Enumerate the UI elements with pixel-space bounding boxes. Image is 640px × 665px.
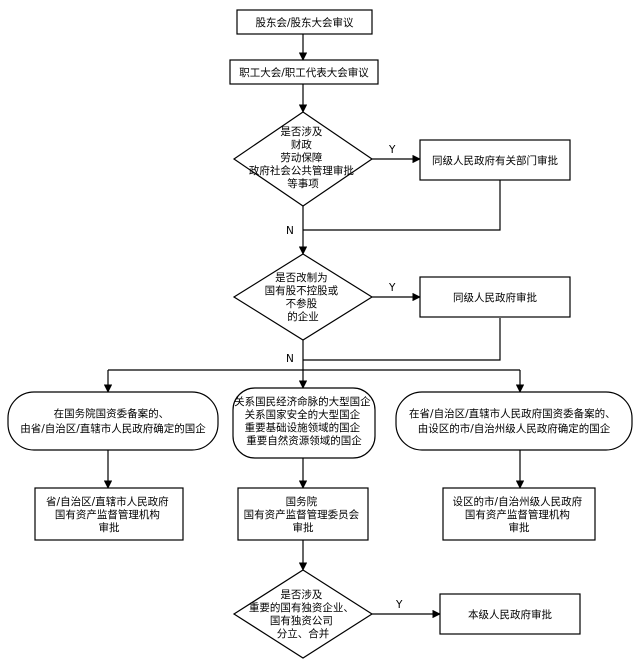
svg-text:国务院 国有资产监督管理委员会 审批: 国务院 国有资产监督管理委员会 审批	[244, 495, 363, 534]
approval-right-line: 设区的市/自治州级人民政府	[453, 495, 583, 508]
decision-2-diamond: 是否改制为 国有股不控股或 不参股 的企业	[232, 253, 374, 341]
approval-right-line: 审批	[509, 521, 530, 534]
label-y-2: Y	[388, 282, 396, 294]
label-y-3: Y	[395, 599, 403, 611]
approval-center-box: 国务院 国有资产监督管理委员会 审批	[237, 487, 369, 541]
branch-left-line: 在国务院国资委备案的、	[54, 407, 170, 420]
svg-text:在国务院国资委备案的、 由省/自治区/直辖市人民: 在国务院国资委备案的、 由省/自治区/直辖市人民政府确定的国企	[20, 407, 206, 435]
decision-1-line: 财政	[291, 138, 312, 151]
approval-gov-box: 同级人民政府审批	[419, 276, 571, 318]
approval-right-box: 设区的市/自治州级人民政府 国有资产监督管理机构 审批	[442, 487, 596, 541]
branch-right-box: 在省/自治区/直辖市人民政府国资委备案的、 由设区的市/自治州级人民政府确定的国…	[395, 391, 633, 451]
label-y-1: Y	[388, 144, 396, 156]
approval-local-box: 本级人民政府审批	[439, 593, 581, 635]
approval-local-text: 本级人民政府审批	[468, 608, 552, 621]
shareholders-text: 股东会/股东大会审议	[255, 16, 354, 29]
approval-center-line: 国务院	[286, 495, 318, 508]
workers-text: 职工大会/职工代表大会审议	[239, 66, 369, 79]
decision-3-line: 是否涉及	[280, 588, 322, 601]
decision-3-line: 分立、合并	[277, 627, 330, 640]
decision-1-line: 是否涉及	[280, 125, 322, 138]
decision-2-line: 国有股不控股或	[265, 284, 339, 297]
svg-text:在省/自治区/直辖市人民政府国资委备案的、 由设: 在省/自治区/直辖市人民政府国资委备案的、 由设区的市/自治州级人民政府确定的国…	[409, 407, 619, 435]
decision-2-line: 不参股	[286, 297, 318, 310]
label-n-1: N	[286, 225, 294, 237]
connectors	[103, 34, 525, 619]
branch-left-line: 由省/自治区/直辖市人民政府确定的国企	[20, 422, 206, 435]
approval-left-box: 省/自治区/直辖市人民政府 国有资产监督管理机构 审批	[34, 487, 184, 541]
approval-depts-box: 同级人民政府有关部门审批	[419, 139, 571, 181]
branch-center-line: 关系国家安全的大型国企	[245, 408, 361, 421]
approval-left-line: 审批	[99, 521, 120, 534]
svg-text:省/自治区/直辖市人民政府 国有资产监督管理机构: 省/自治区/直辖市人民政府 国有资产监督管理机构 审批	[46, 495, 172, 534]
approval-center-line: 国有资产监督管理委员会	[244, 508, 360, 521]
branch-right-line: 由设区的市/自治州级人民政府确定的国企	[418, 422, 611, 435]
decision-1-line: 等事项	[287, 177, 319, 190]
workers-box: 职工大会/职工代表大会审议	[229, 59, 379, 85]
decision-2-line: 的企业	[287, 310, 319, 323]
decision-1-diamond: 是否涉及 财政 劳动保障 政府社会公共管理审批 等事项	[232, 111, 374, 207]
approval-depts-text: 同级人民政府有关部门审批	[432, 154, 558, 167]
branch-right-line: 在省/自治区/直辖市人民政府国资委备案的、	[409, 407, 616, 420]
approval-center-line: 审批	[293, 521, 314, 534]
approval-gov-text: 同级人民政府审批	[453, 291, 537, 304]
svg-text:关系国民经济命脉的大型国企 关系国家安全的大型国: 关系国民经济命脉的大型国企 关系国家安全的大型国企 重要基础设施领域的国企 重要…	[234, 395, 374, 447]
branch-center-line: 关系国民经济命脉的大型国企	[234, 395, 371, 408]
svg-text:是否改制为 国有股不控股或 不参股: 是否改制为 国有股不控股或 不参股 的企业	[265, 271, 342, 323]
branch-left-box: 在国务院国资委备案的、 由省/自治区/直辖市人民政府确定的国企	[7, 391, 219, 451]
decision-1-line: 劳动保障	[280, 151, 322, 164]
approval-left-line: 国有资产监督管理机构	[55, 508, 160, 521]
svg-text:是否涉及 重要的国有独资企业、 国有: 是否涉及 重要的国有独资企业、 国有独资公司 分立、合并	[249, 588, 357, 640]
svg-text:是否涉及 财政 劳动保障: 是否涉及 财政 劳动保障 政府社会公共管理审批 等事项	[249, 125, 357, 190]
decision-3-line: 重要的国有独资企业、	[249, 601, 354, 614]
branch-center-line: 重要自然资源领域的国企	[246, 434, 362, 447]
svg-text:设区的市/自治州级人民政府 国有资产监督管理机构: 设区的市/自治州级人民政府 国有资产监督管理机构 审批	[453, 495, 586, 534]
branch-center-box: 关系国民经济命脉的大型国企 关系国家安全的大型国企 重要基础设施领域的国企 重要…	[232, 387, 376, 459]
decision-3-line: 国有独资公司	[270, 614, 333, 627]
label-n-2: N	[286, 353, 294, 365]
decision-2-line: 是否改制为	[275, 271, 328, 284]
shareholders-box: 股东会/股东大会审议	[236, 9, 373, 35]
decision-1-line: 政府社会公共管理审批	[249, 164, 354, 177]
approval-right-line: 国有资产监督管理机构	[465, 508, 570, 521]
decision-3-diamond: 是否涉及 重要的国有独资企业、 国有独资公司 分立、合并	[232, 569, 374, 659]
branch-center-line: 重要基础设施领域的国企	[245, 421, 361, 434]
approval-left-line: 省/自治区/直辖市人民政府	[46, 495, 169, 508]
